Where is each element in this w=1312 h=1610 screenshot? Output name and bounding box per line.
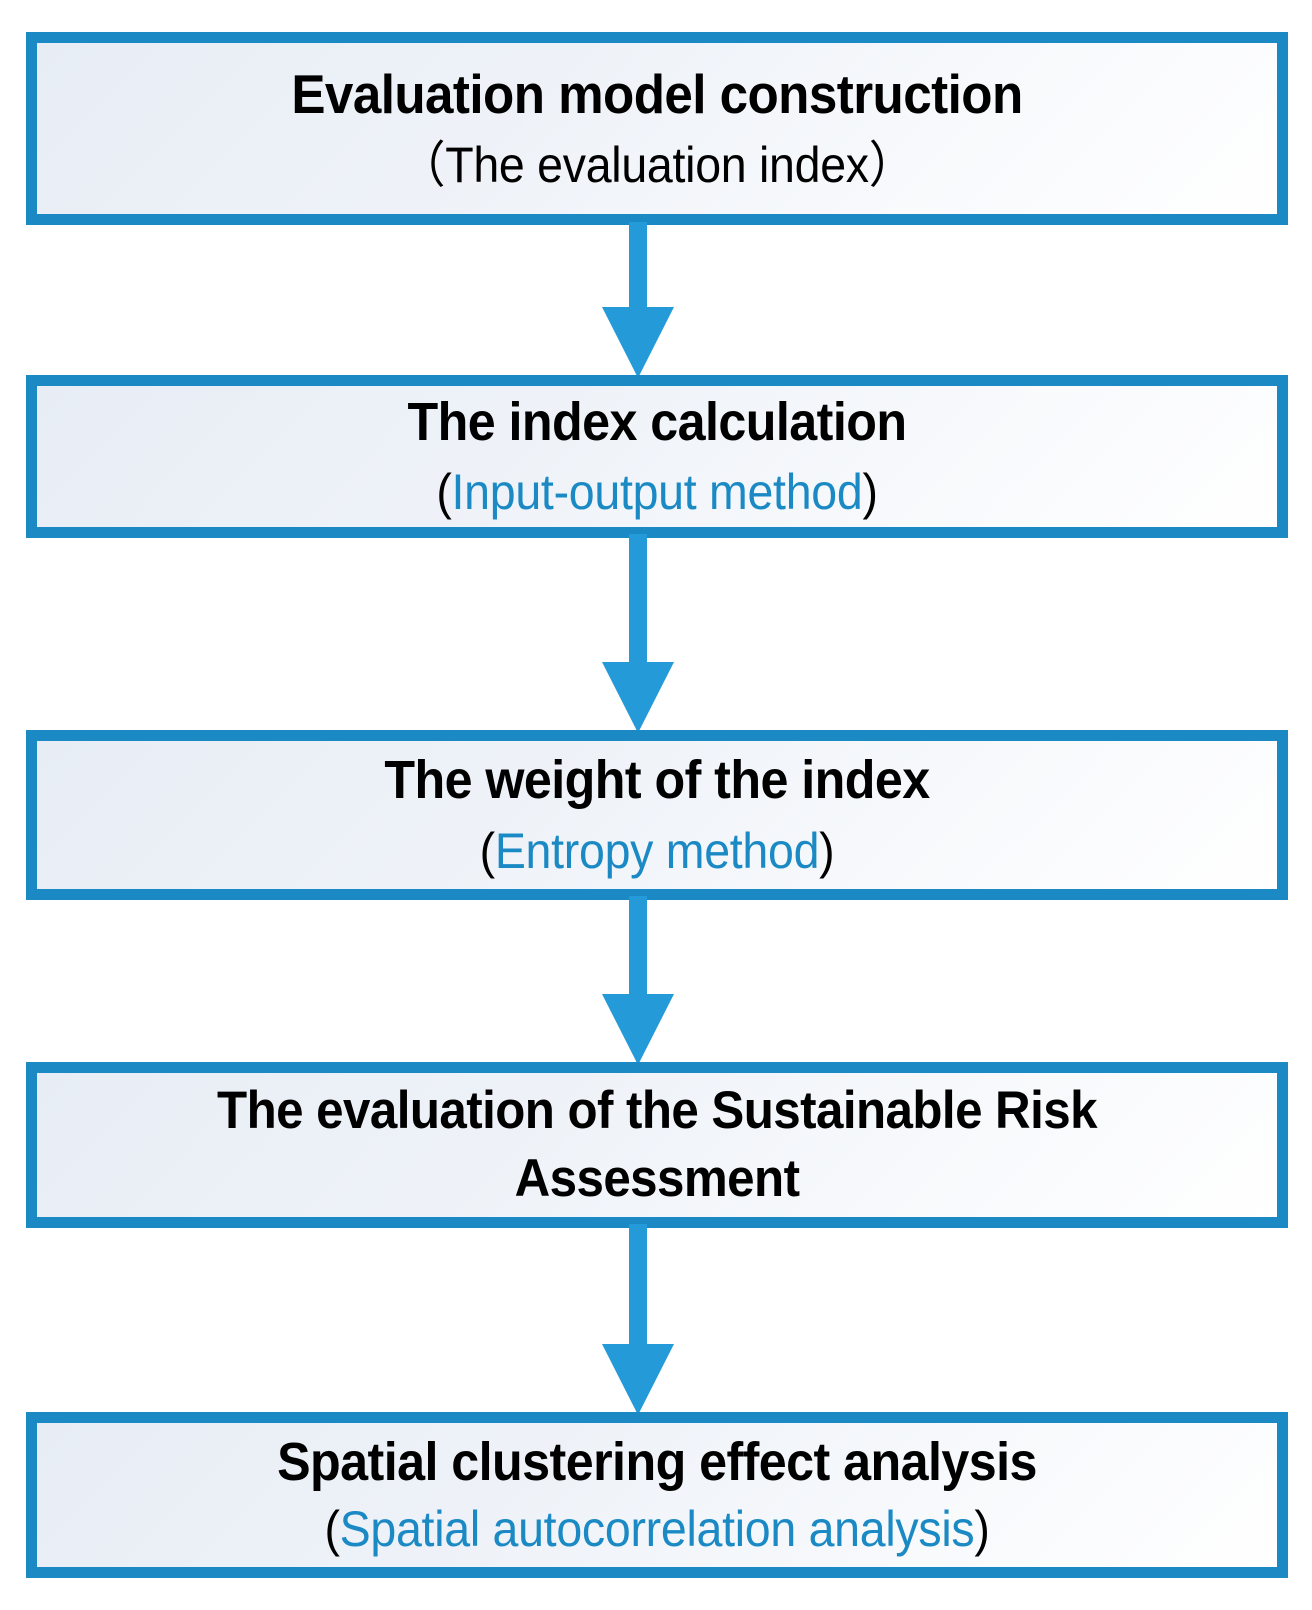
arrow-head: [602, 994, 674, 1065]
open-paren: （: [398, 137, 446, 194]
flow-node-title: The evaluation of the Sustainable Risk: [217, 1080, 1097, 1140]
flow-node-title: The weight of the index: [384, 749, 930, 810]
flow-node-subtitle: (Spatial autocorrelation analysis): [80, 1503, 1233, 1556]
close-paren: ): [974, 1501, 990, 1558]
arrow-head: [602, 662, 674, 733]
arrow-head: [602, 307, 674, 378]
down-arrow-icon: [602, 896, 674, 1065]
down-arrow-icon: [602, 1224, 674, 1415]
flow-node-title-line2: Assessment: [514, 1149, 800, 1208]
arrow-shaft: [629, 534, 647, 665]
down-arrow-icon: [602, 222, 674, 378]
arrow-shaft: [629, 896, 647, 997]
close-paren: ): [819, 823, 835, 880]
open-paren: (: [324, 1501, 340, 1558]
flow-node-title: Evaluation model construction: [291, 62, 1023, 125]
down-arrow-icon: [602, 534, 674, 733]
open-paren: (: [436, 463, 452, 520]
flow-node-sustainable-risk-assessment[interactable]: The evaluation of the Sustainable Risk A…: [26, 1062, 1288, 1228]
arrow-head: [602, 1344, 674, 1415]
flow-node-subtitle-text: Input-output method: [451, 463, 863, 520]
flow-node-title: The index calculation: [407, 392, 908, 453]
flow-node-subtitle-text: The evaluation index: [445, 137, 869, 194]
flow-node-subtitle: (Input-output method): [80, 463, 1233, 520]
flow-node-subtitle-text: Entropy method: [494, 823, 820, 880]
flow-node-spatial-clustering-effect-analysis[interactable]: Spatial clustering effect analysis (Spat…: [26, 1412, 1288, 1578]
flow-node-weight-of-the-index[interactable]: The weight of the index (Entropy method): [26, 730, 1288, 900]
flow-node-title: Spatial clustering effect analysis: [277, 1431, 1037, 1492]
close-paren: ): [862, 463, 878, 520]
close-paren: ）: [868, 137, 916, 194]
arrow-shaft: [629, 222, 647, 310]
flow-node-evaluation-model-construction[interactable]: Evaluation model construction （The evalu…: [26, 32, 1288, 225]
open-paren: (: [479, 823, 495, 880]
arrow-shaft: [629, 1224, 647, 1347]
flow-node-subtitle: (Entropy method): [80, 825, 1233, 878]
flow-node-subtitle-text: Spatial autocorrelation analysis: [339, 1501, 975, 1558]
flow-node-subtitle: （The evaluation index）: [80, 139, 1233, 192]
flow-node-index-calculation[interactable]: The index calculation (Input-output meth…: [26, 375, 1288, 538]
